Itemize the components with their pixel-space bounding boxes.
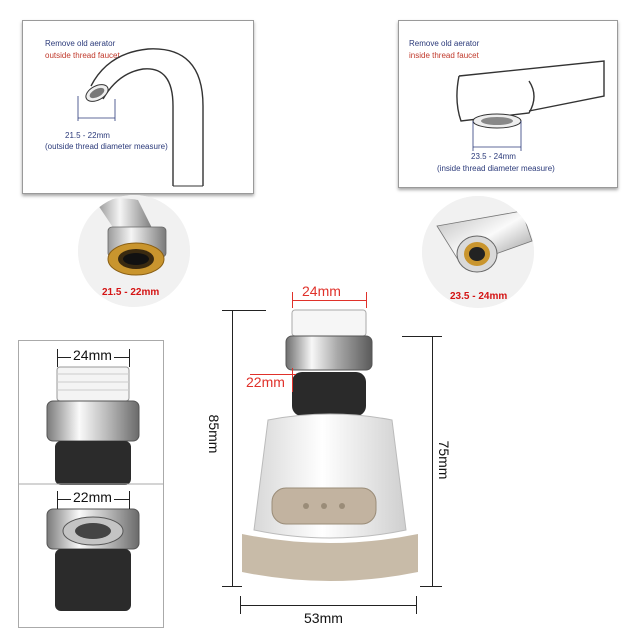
detail-top-width-label: 24mm bbox=[71, 347, 114, 363]
detail-top-bracket-left bbox=[57, 349, 58, 367]
outside-thread-diagram-panel: Remove old aerator outside thread faucet… bbox=[22, 20, 254, 194]
outside-thread-closeup-label: 21.5 - 22mm bbox=[102, 287, 160, 298]
outside-thread-faucet-drawing bbox=[77, 48, 204, 187]
total-height-line bbox=[232, 310, 233, 586]
outside-thread-faucet-label: outside thread faucet bbox=[45, 51, 120, 60]
remove-aerator-label-right: Remove old aerator bbox=[409, 39, 480, 48]
total-height-tick-bottom bbox=[222, 586, 242, 587]
remove-aerator-label-left: Remove old aerator bbox=[45, 39, 116, 48]
bottom-width-label: 53mm bbox=[302, 610, 345, 626]
inside-thread-closeup-label: 23.5 - 24mm bbox=[450, 291, 508, 302]
inside-thread-measure: 23.5 - 24mm bbox=[471, 152, 516, 161]
neck-width-bracket-left bbox=[292, 368, 293, 392]
total-height-label: 85mm bbox=[206, 406, 222, 462]
outside-thread-closeup-photo bbox=[78, 195, 190, 307]
faucet-aerator-product bbox=[242, 309, 418, 581]
inside-thread-closeup-photo bbox=[422, 196, 534, 308]
body-height-tick-bottom bbox=[420, 586, 442, 587]
top-width-bracket-right bbox=[366, 292, 367, 308]
inside-thread-measure-note: (inside thread diameter measure) bbox=[437, 164, 555, 173]
neck-width-label: 22mm bbox=[246, 374, 285, 390]
detail-bottom-bracket-left bbox=[57, 491, 58, 509]
top-width-label: 24mm bbox=[302, 283, 341, 299]
body-height-tick-top bbox=[402, 336, 442, 337]
body-height-line bbox=[432, 336, 433, 586]
outside-thread-measure-note: (outside thread diameter measure) bbox=[45, 142, 168, 151]
bottom-width-bracket-right bbox=[416, 596, 417, 614]
detail-bottom-bracket-right bbox=[129, 491, 130, 509]
inside-thread-faucet-drawing bbox=[456, 60, 605, 151]
top-width-bracket-line bbox=[292, 300, 366, 301]
inside-thread-diagram-panel: Remove old aerator inside thread faucet … bbox=[398, 20, 618, 188]
detail-top-bracket-right bbox=[129, 349, 130, 367]
total-height-tick-top bbox=[222, 310, 266, 311]
outside-thread-closeup: 21.5 - 22mm bbox=[78, 195, 190, 307]
bottom-width-bracket-line bbox=[240, 605, 416, 606]
outside-thread-measure: 21.5 - 22mm bbox=[65, 131, 110, 140]
thread-detail-photo bbox=[19, 366, 163, 611]
thread-detail-panel: 24mm 22mm bbox=[18, 340, 164, 628]
inside-thread-closeup: 23.5 - 24mm bbox=[422, 196, 534, 308]
body-height-label: 75mm bbox=[436, 432, 452, 488]
neck-width-bracket-line bbox=[250, 374, 296, 375]
detail-bottom-width-label: 22mm bbox=[71, 489, 114, 505]
inside-thread-faucet-label: inside thread faucet bbox=[409, 51, 479, 60]
